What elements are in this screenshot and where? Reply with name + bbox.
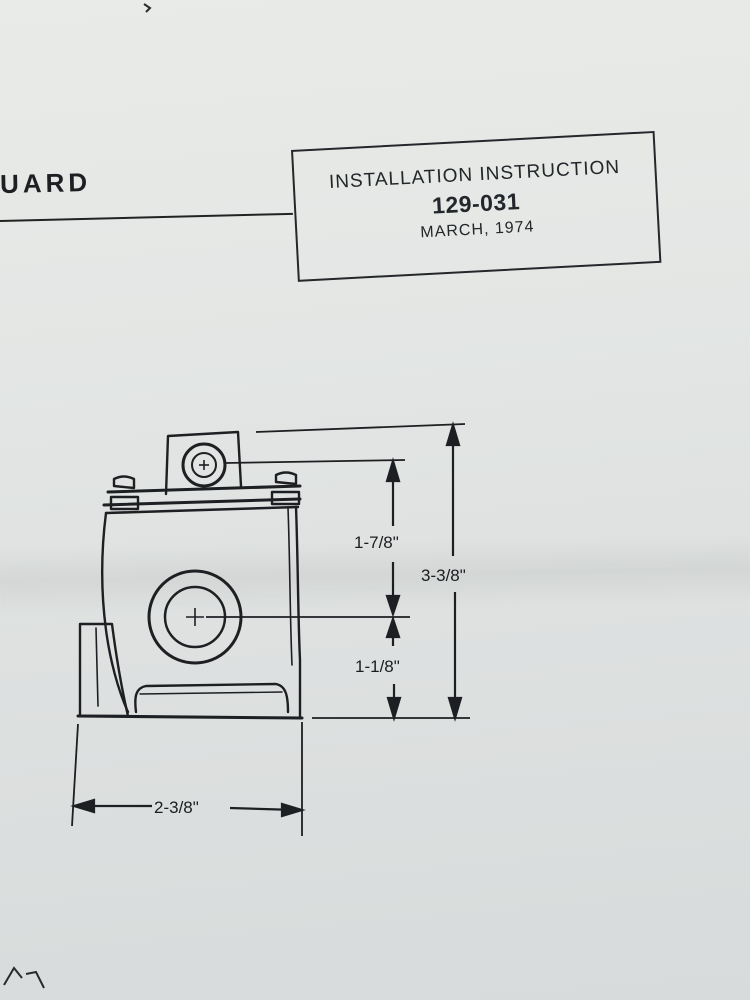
ext-line-top bbox=[255, 423, 466, 433]
housing-right-wall bbox=[294, 505, 302, 720]
dim-overall-height-arrow-bottom bbox=[447, 696, 463, 722]
top-plate-band bbox=[104, 505, 300, 515]
housing-left-wall bbox=[101, 511, 130, 714]
ext-line-left bbox=[71, 723, 79, 827]
dim-overall-height-arrow-top bbox=[445, 421, 461, 447]
housing-right-inner bbox=[287, 507, 293, 666]
dim-label-overall-height: 3-3/8" bbox=[421, 566, 466, 585]
left-foot bbox=[78, 622, 130, 718]
dim-upper-arrow-bottom bbox=[385, 594, 401, 618]
top-ink-mark bbox=[143, 3, 152, 13]
base-recess bbox=[134, 682, 290, 714]
left-screw-base bbox=[109, 495, 140, 511]
dim-label-base-width: 2-3/8" bbox=[154, 798, 199, 817]
base-line bbox=[76, 714, 304, 720]
top-plate-lower bbox=[102, 497, 302, 507]
dim-lower-arrow-top bbox=[385, 615, 401, 639]
right-screw-base bbox=[270, 490, 301, 506]
top-hole-inner bbox=[191, 452, 217, 478]
dim-label-upper-hole-spacing: 1-7/8" bbox=[354, 533, 399, 552]
top-mounting-ear bbox=[164, 430, 243, 496]
ext-line-upper-hole bbox=[225, 459, 406, 464]
left-foot-inner bbox=[95, 627, 99, 707]
dim-width-arrow-left bbox=[70, 798, 96, 814]
right-screw-head bbox=[274, 471, 298, 486]
top-plate bbox=[106, 484, 302, 494]
left-screw-head bbox=[112, 475, 136, 490]
corner-scribble-mark bbox=[3, 966, 45, 989]
dim-lower-arrow-bottom bbox=[386, 696, 402, 722]
base-inner bbox=[139, 691, 283, 695]
top-hole-outer bbox=[181, 442, 227, 488]
dim-upper-arrow-top bbox=[385, 457, 401, 483]
dim-width-arrow-right bbox=[280, 802, 306, 818]
dim-label-lower-hole-height: 1-1/8" bbox=[355, 657, 400, 676]
